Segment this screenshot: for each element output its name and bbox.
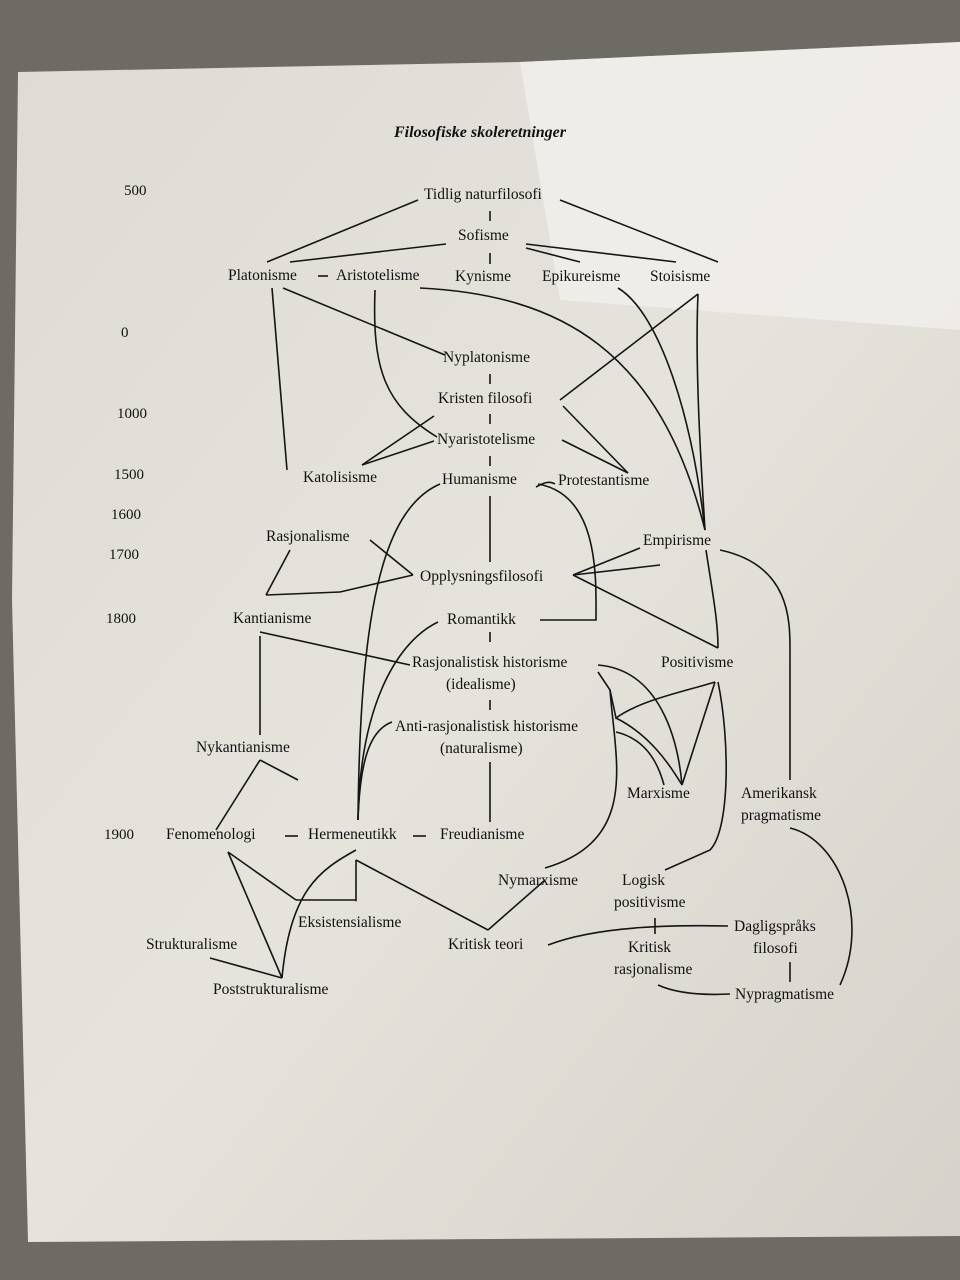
node-humanisme: Humanisme: [442, 471, 517, 488]
node-rasjonalistisk-historisme: Rasjonalistisk historisme: [412, 654, 568, 671]
node-sofisme: Sofisme: [458, 227, 509, 244]
node-nyplatonisme: Nyplatonisme: [443, 349, 530, 366]
year-label-1000: 1000: [117, 406, 147, 422]
node-pragmatisme: pragmatisme: [741, 807, 822, 824]
paper-flap: [520, 42, 960, 330]
node-kynisme: Kynisme: [455, 268, 511, 285]
node-logisk-positivisme: positivisme: [614, 894, 686, 911]
node-epikureisme: Epikureisme: [542, 268, 621, 285]
node-kritisk-rasjonalisme: rasjonalisme: [614, 961, 693, 978]
node-strukturalisme: Strukturalisme: [146, 936, 238, 953]
node-tidlig-naturfilosofi: Tidlig naturfilosofi: [424, 186, 542, 203]
node-idealisme: (idealisme): [446, 676, 516, 693]
node-dagligspraks-filosofi: filosofi: [753, 940, 798, 957]
node-nykantianisme: Nykantianisme: [196, 739, 290, 756]
node-platonisme: Platonisme: [228, 267, 297, 284]
node-romantikk: Romantikk: [447, 611, 516, 628]
year-label-0: 0: [121, 325, 129, 341]
node-kristen-filosofi: Kristen filosofi: [438, 390, 533, 407]
node-hermeneutikk: Hermeneutikk: [308, 826, 397, 843]
node-katolisisme: Katolisisme: [303, 469, 378, 486]
node-eksistensialisme: Eksistensialisme: [298, 914, 402, 931]
year-label-1600: 1600: [111, 507, 141, 523]
node-kritisk: Kritisk: [628, 939, 672, 956]
node-marxisme: Marxisme: [627, 785, 690, 802]
node-dagligspraks: Dagligspråks: [734, 918, 816, 935]
node-anti-rasjonalistisk-historisme: Anti-rasjonalistisk historisme: [395, 718, 578, 735]
connection-lines: [209, 199, 853, 996]
node-logisk: Logisk: [622, 872, 666, 889]
node-freudianisme: Freudianisme: [440, 826, 525, 843]
node-kritisk-teori: Kritisk teori: [448, 936, 524, 953]
paper: [12, 42, 960, 1242]
node-positivisme: Positivisme: [661, 654, 734, 671]
year-label-1700: 1700: [109, 547, 139, 563]
year-label-500: 500: [124, 183, 147, 199]
node-aristotelisme: Aristotelisme: [336, 267, 420, 284]
node-amerikansk: Amerikansk: [741, 785, 817, 802]
year-label-1900: 1900: [104, 827, 134, 843]
node-nyaristotelisme: Nyaristotelisme: [437, 431, 536, 448]
node-fenomenologi: Fenomenologi: [166, 826, 256, 843]
node-nypragmatisme: Nypragmatisme: [735, 986, 835, 1003]
node-rasjonalisme: Rasjonalisme: [266, 528, 350, 545]
node-empirisme: Empirisme: [643, 532, 712, 549]
node-nymarxisme: Nymarxisme: [498, 872, 579, 889]
year-label-1800: 1800: [106, 611, 136, 627]
diagram-title: Filosofiske skoleretninger: [394, 124, 567, 141]
node-poststrukturalisme: Poststrukturalisme: [213, 981, 329, 998]
year-label-1500: 1500: [114, 467, 144, 483]
node-opplysningsfilosofi: Opplysningsfilosofi: [420, 568, 544, 585]
node-stoisisme: Stoisisme: [650, 268, 711, 285]
node-kantianisme: Kantianisme: [233, 610, 312, 627]
node-naturalisme: (naturalisme): [440, 740, 523, 757]
node-protestantisme: Protestantisme: [558, 472, 650, 489]
